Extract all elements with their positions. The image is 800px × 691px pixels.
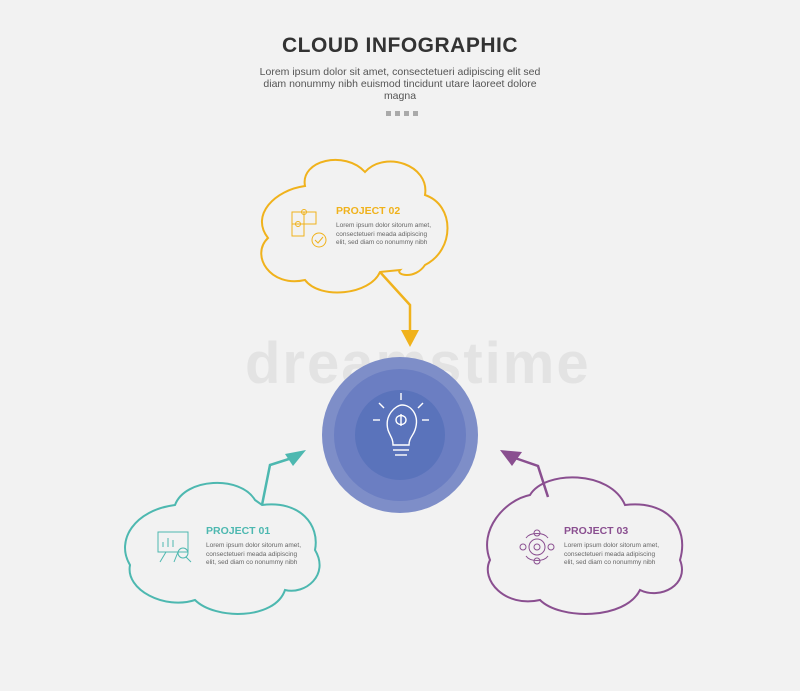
arrow-head-project-02 — [401, 330, 419, 347]
page-subtitle: Lorem ipsum dolor sit amet, consectetuer… — [259, 66, 541, 102]
center-circle-inner — [355, 390, 445, 480]
gear-network-icon — [519, 529, 555, 565]
project-03-title: PROJECT 03 — [564, 525, 629, 537]
project-01-body: Lorem ipsum dolor sitorum amet, consecte… — [206, 542, 302, 566]
presentation-chart-icon — [157, 531, 192, 563]
project-02-title: PROJECT 02 — [336, 205, 401, 217]
arrow-head-project-01 — [285, 450, 306, 466]
project-01-title: PROJECT 01 — [206, 525, 271, 537]
arrow-project-02 — [379, 271, 412, 330]
arrow-project-03 — [514, 456, 550, 498]
puzzle-check-icon — [291, 209, 327, 248]
page-title: CLOUD INFOGRAPHIC — [282, 34, 518, 57]
project-03-body: Lorem ipsum dolor sitorum amet, consecte… — [564, 542, 660, 566]
title-dots-divider — [386, 111, 418, 116]
lightbulb-brain-icon — [373, 393, 429, 456]
cloud-project-01 — [124, 481, 321, 615]
arrow-project-01 — [260, 456, 293, 506]
cloud-project-02 — [260, 158, 449, 294]
arrow-head-project-03 — [500, 450, 522, 466]
project-02-body: Lorem ipsum dolor sitorum amet, consecte… — [336, 222, 432, 246]
cloud-project-03 — [486, 476, 684, 615]
